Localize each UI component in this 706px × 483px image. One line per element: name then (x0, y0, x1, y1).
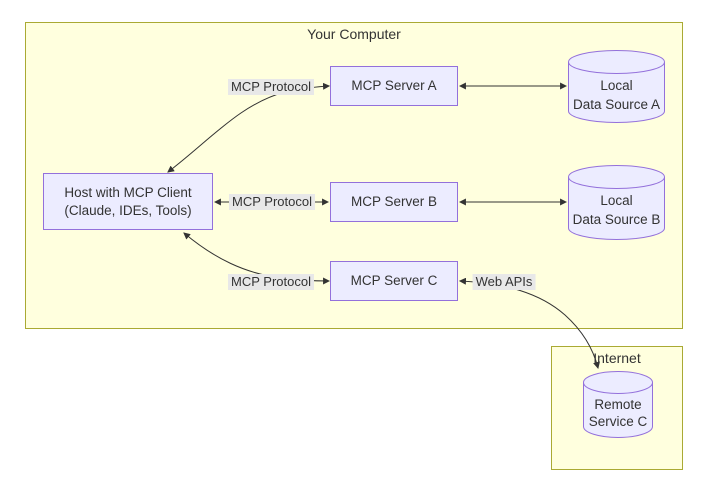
remote-service-c-line2: Service C (588, 414, 648, 429)
edge-label-mcp-protocol-b: MCP Protocol (229, 194, 315, 210)
data-source-b-line2: Data Source B (572, 212, 661, 227)
node-mcp-server-c-label: MCP Server C (350, 273, 438, 288)
cluster-internet-label: Internet (593, 350, 641, 366)
cylinder-remote-service-c: Remote Service C (583, 371, 653, 438)
node-mcp-server-a: MCP Server A (330, 66, 458, 106)
database-cylinder-icon (568, 165, 665, 240)
cluster-your-computer-label: Your Computer (307, 26, 401, 42)
node-mcp-server-c: MCP Server C (330, 261, 458, 301)
remote-service-c-line1: Remote (594, 397, 642, 412)
database-cylinder-icon (583, 371, 653, 438)
node-mcp-server-b: MCP Server B (330, 182, 458, 222)
edge-label-web-apis: Web APIs (472, 274, 536, 290)
node-host-with-mcp-client: Host with MCP Client (Claude, IDEs, Tool… (43, 173, 213, 230)
node-host-line1: Host with MCP Client (64, 184, 192, 200)
cylinder-local-data-source-a: Local Data Source A (568, 50, 665, 123)
node-mcp-server-a-label: MCP Server A (351, 78, 437, 93)
data-source-b-line1: Local (600, 193, 633, 208)
data-source-a-line1: Local (600, 78, 633, 93)
node-mcp-server-b-label: MCP Server B (350, 194, 438, 209)
edge-label-mcp-protocol-a: MCP Protocol (228, 79, 314, 95)
node-host-line2: (Claude, IDEs, Tools) (64, 202, 192, 218)
edge-label-mcp-protocol-c: MCP Protocol (228, 274, 314, 290)
data-source-a-line2: Data Source A (572, 97, 661, 112)
cylinder-local-data-source-b: Local Data Source B (568, 165, 665, 240)
database-cylinder-icon (568, 50, 665, 123)
